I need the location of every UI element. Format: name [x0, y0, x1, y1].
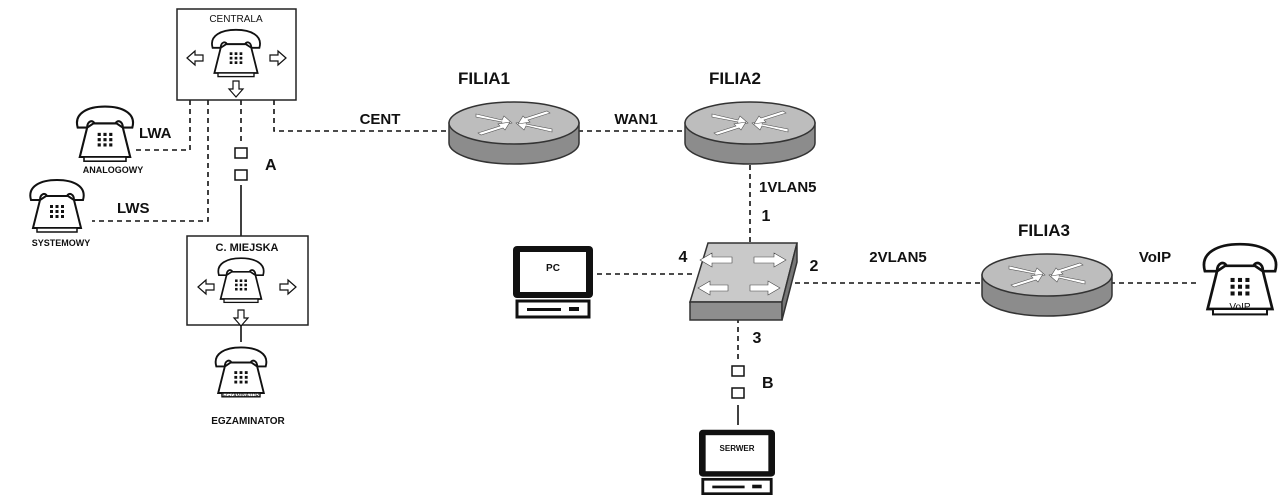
port-2-label: 2 [810, 258, 819, 275]
jack-a-label: A [265, 157, 277, 174]
link-cent [273, 100, 450, 132]
serwer-label: SERWER [720, 444, 755, 453]
cent-label: CENT [360, 111, 401, 128]
port-4-label: 4 [679, 249, 688, 266]
voip-link-label: VoIP [1139, 249, 1171, 266]
link-lws [92, 100, 209, 222]
port-3-label: 3 [753, 330, 762, 347]
serwer-computer-icon [697, 428, 777, 495]
analogowy-label: ANALOGOWY [83, 165, 144, 175]
examiner-phone-icon [214, 346, 268, 398]
pc-label: PC [546, 263, 560, 274]
filia2-label: FILIA2 [709, 69, 761, 88]
pc-computer-icon [511, 244, 595, 319]
vlan1-label: 1VLAN5 [759, 179, 817, 196]
switch-icon [688, 242, 798, 321]
lwa-label: LWA [139, 125, 172, 142]
filia1-label: FILIA1 [458, 69, 510, 88]
systemowy-label: SYSTEMOWY [32, 238, 91, 248]
system-phone-icon [29, 179, 85, 233]
egzaminator-phone-label: EGZAMINATOR [223, 393, 260, 399]
lws-label: LWS [117, 200, 150, 217]
filia1-router-icon [448, 101, 580, 165]
port-1-label: 1 [762, 208, 771, 225]
centrala-phone-icon [211, 28, 261, 78]
vlan2-label: 2VLAN5 [869, 249, 927, 266]
egzaminator-label: EGZAMINATOR [211, 416, 285, 427]
voip-phone-label: VoIP [1229, 302, 1250, 313]
filia3-router-icon [981, 253, 1113, 317]
filia3-label: FILIA3 [1018, 221, 1070, 240]
centrala-label: CENTRALA [209, 14, 263, 25]
analog-phone-icon [75, 105, 135, 163]
city-exchange: C. MIEJSKA [186, 235, 309, 327]
miejska-phone-icon [217, 257, 265, 304]
jack-b-label: B [762, 375, 774, 392]
wall-jack-a-icon [234, 147, 248, 181]
wall-jack-b-icon [731, 365, 745, 399]
wan1-label: WAN1 [614, 111, 657, 128]
centrala-exchange: CENTRALA [176, 8, 297, 101]
link-lwa [135, 100, 191, 151]
miejska-label: C. MIEJSKA [216, 242, 279, 254]
filia2-router-icon [684, 101, 816, 165]
